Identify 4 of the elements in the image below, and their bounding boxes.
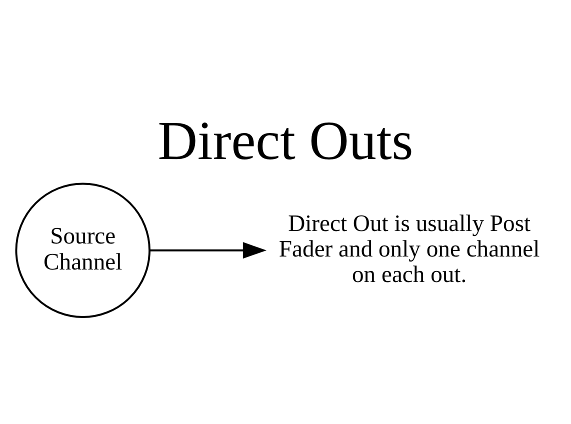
node-circle: Source Channel — [15, 182, 150, 318]
node-text: Direct Out is usually Post Fader and only one channel on each out. — [278, 210, 540, 288]
diagram-title: Direct Outs — [158, 110, 414, 171]
arrow — [150, 242, 267, 259]
